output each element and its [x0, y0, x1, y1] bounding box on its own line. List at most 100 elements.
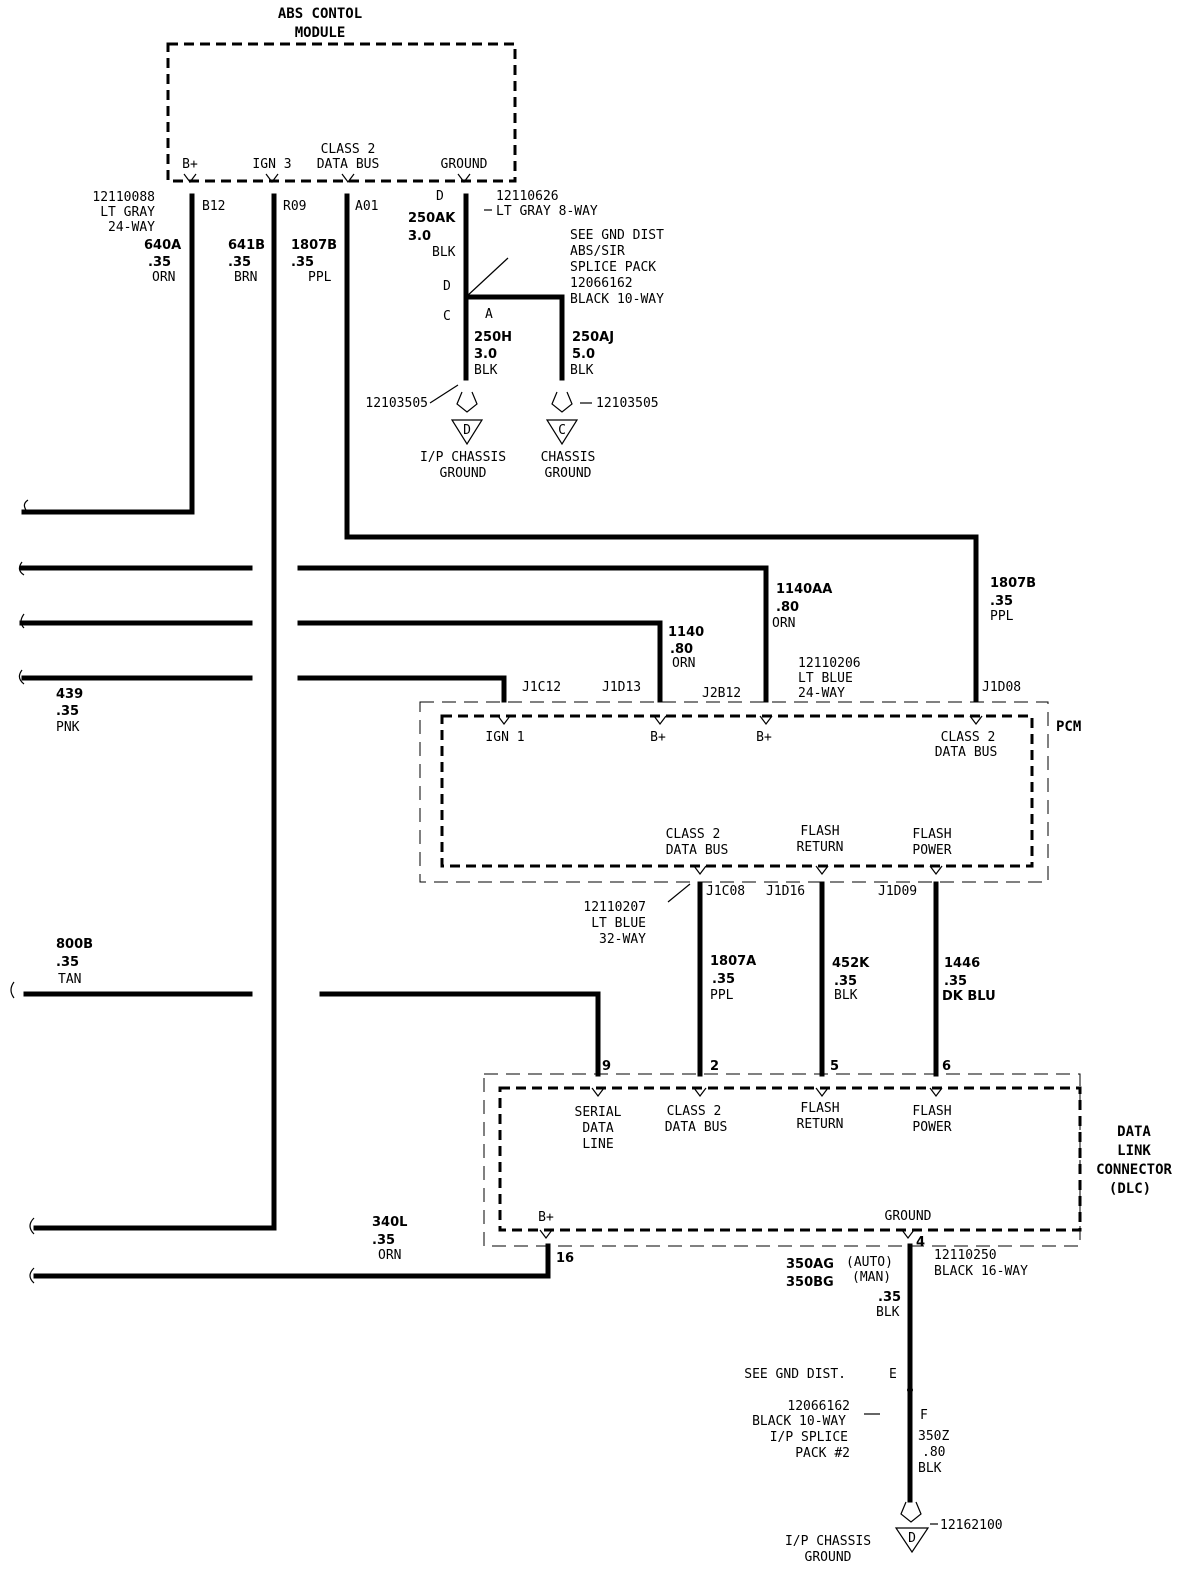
pcm-conn-bot-2: LT BLUE: [591, 916, 646, 931]
abs-conn-1: 12110088: [92, 190, 155, 205]
wire-439: [21, 675, 507, 703]
pcm-conn-top-3: 24-WAY: [798, 686, 845, 701]
dlc-pin9: 9: [602, 1059, 611, 1074]
label-350ag-tag: (AUTO): [846, 1255, 893, 1270]
pcm-pin-flashpwr-1: FLASH: [912, 827, 951, 842]
splice2-junction: [907, 1387, 913, 1393]
dlc-serial-3: LINE: [582, 1137, 613, 1152]
label-250ak: 250AK: [408, 211, 456, 226]
label-1807a-gauge: .35: [712, 972, 735, 987]
label-250aj-gauge: 5.0: [572, 347, 595, 362]
dlc-outer-outline: [483, 1073, 1081, 1247]
ground-ip-chassis-bottom: D 12162100 I/P CHASSIS GROUND: [785, 1501, 1003, 1565]
splice1-pin-a: A: [485, 307, 493, 322]
pcm-pin-flashret-1: FLASH: [800, 824, 839, 839]
pcm-cav-j2b12: J2B12: [702, 686, 741, 701]
g3-part: 12162100: [940, 1518, 1003, 1533]
g2-label-2: GROUND: [545, 466, 592, 481]
dlc-label-1: DATA: [1117, 1124, 1151, 1140]
label-250aj: 250AJ: [572, 330, 614, 345]
pcm-conn-bot-3: 32-WAY: [599, 932, 646, 947]
abs-title-2: MODULE: [295, 25, 346, 41]
pcm-outer-outline: [419, 701, 1049, 883]
dlc-flashret-1: FLASH: [800, 1101, 839, 1116]
splice1-3: SPLICE PACK: [570, 260, 656, 275]
abs-module-outline: [166, 42, 517, 183]
label-250h-gauge: 3.0: [474, 347, 497, 362]
data-link-connector: 9 2 5 6 SERIAL DATA LINE CLASS 2 DATA BU…: [483, 1059, 1173, 1279]
pcm-pin-class2-bot-1: CLASS 2: [666, 827, 721, 842]
pcm-label: PCM: [1056, 719, 1081, 735]
wire-640a: [21, 193, 195, 515]
wire-1807b: [344, 193, 979, 703]
label-1807b-gauge: .35: [291, 255, 314, 270]
label-1140aa-gauge: .80: [776, 600, 799, 615]
g1-label-2: GROUND: [440, 466, 487, 481]
label-1140aa-color: ORN: [772, 616, 795, 631]
abs-conn-2: LT GRAY: [100, 205, 155, 220]
dlc-class2-1: CLASS 2: [667, 1104, 722, 1119]
label-1446-color: DK BLU: [942, 989, 996, 1004]
label-250h-color: BLK: [474, 363, 498, 378]
label-1807b-2-gauge: .35: [990, 594, 1013, 609]
dlc-pin-bplus: B+: [538, 1210, 554, 1225]
label-452k-gauge: .35: [834, 974, 857, 989]
ground-symbol-d: [450, 419, 484, 446]
dlc-pin5: 5: [830, 1059, 839, 1074]
pcm-inner-outline: [440, 714, 1034, 868]
label-250ak-gauge: 3.0: [408, 229, 431, 244]
dlc-serial-1: SERIAL: [575, 1105, 622, 1120]
dlc-label-4: (DLC): [1109, 1181, 1151, 1197]
label-640a-gauge: .35: [148, 255, 171, 270]
label-340l-gauge: .35: [372, 1233, 395, 1248]
pcm-pin-bplus1: B+: [650, 730, 666, 745]
wire-1140: [19, 620, 663, 703]
abs-pin-ground: GROUND: [441, 157, 488, 172]
pcm-pin-ign1: IGN 1: [485, 730, 524, 745]
label-641b-color: BRN: [234, 270, 257, 285]
dlc-flashret-2: RETURN: [797, 1117, 844, 1132]
label-1807a-color: PPL: [710, 988, 734, 1003]
label-350bg: 350BG: [786, 1275, 834, 1290]
label-800b: 800B: [56, 937, 93, 952]
g2-letter: C: [558, 423, 566, 438]
label-250ak-color: BLK: [432, 245, 456, 260]
pcm-cav-j1c12: J1C12: [522, 680, 561, 695]
label-250aj-color: BLK: [570, 363, 594, 378]
abs-conn2-1: 12110626: [496, 189, 559, 204]
label-1140-color: ORN: [672, 656, 695, 671]
label-1140-gauge: .80: [670, 642, 693, 657]
ground-ip-chassis-top: 12103505 D I/P CHASSIS GROUND: [365, 384, 506, 481]
splice2-4: PACK #2: [795, 1446, 850, 1461]
label-1807b-2-color: PPL: [990, 609, 1014, 624]
abs-title-1: ABS CONTOL: [278, 6, 362, 22]
abs-conn-3: 24-WAY: [108, 220, 155, 235]
splice1-pin-d: D: [443, 279, 451, 294]
splice2-0: SEE GND DIST.: [744, 1367, 846, 1382]
abs-cav-b12: B12: [202, 199, 225, 214]
abs-pin-ign3: IGN 3: [252, 157, 291, 172]
g1-part: 12103505: [365, 396, 428, 411]
pcm-cav-j1d08: J1D08: [982, 680, 1021, 695]
dlc-flashpwr-1: FLASH: [912, 1104, 951, 1119]
ground-symbol-c: [545, 419, 579, 446]
splice1-4: 12066162: [570, 276, 633, 291]
dlc-conn-1: 12110250: [934, 1248, 997, 1263]
abs-conn2-2: LT GRAY 8-WAY: [496, 204, 598, 219]
g3-label-1: I/P CHASSIS: [785, 1534, 871, 1549]
dlc-label-2: LINK: [1117, 1143, 1151, 1159]
dlc-pin16: 16: [556, 1251, 574, 1266]
label-452k-color: BLK: [834, 988, 858, 1003]
splice2-2: BLACK 10-WAY: [752, 1414, 846, 1429]
label-250h: 250H: [474, 330, 512, 345]
pcm-pin-bplus2: B+: [756, 730, 772, 745]
wire-250aj: [463, 294, 565, 381]
ground-symbol-d-bottom: [894, 1527, 930, 1554]
label-1807b-2: 1807B: [990, 576, 1036, 591]
splice1-pin-c: C: [443, 309, 451, 324]
pcm-pin-flashret-2: RETURN: [797, 840, 844, 855]
wire-641b: [33, 193, 277, 1231]
label-1140: 1140: [668, 625, 704, 640]
splice1-5: BLACK 10-WAY: [570, 292, 664, 307]
label-641b: 641B: [228, 238, 265, 253]
